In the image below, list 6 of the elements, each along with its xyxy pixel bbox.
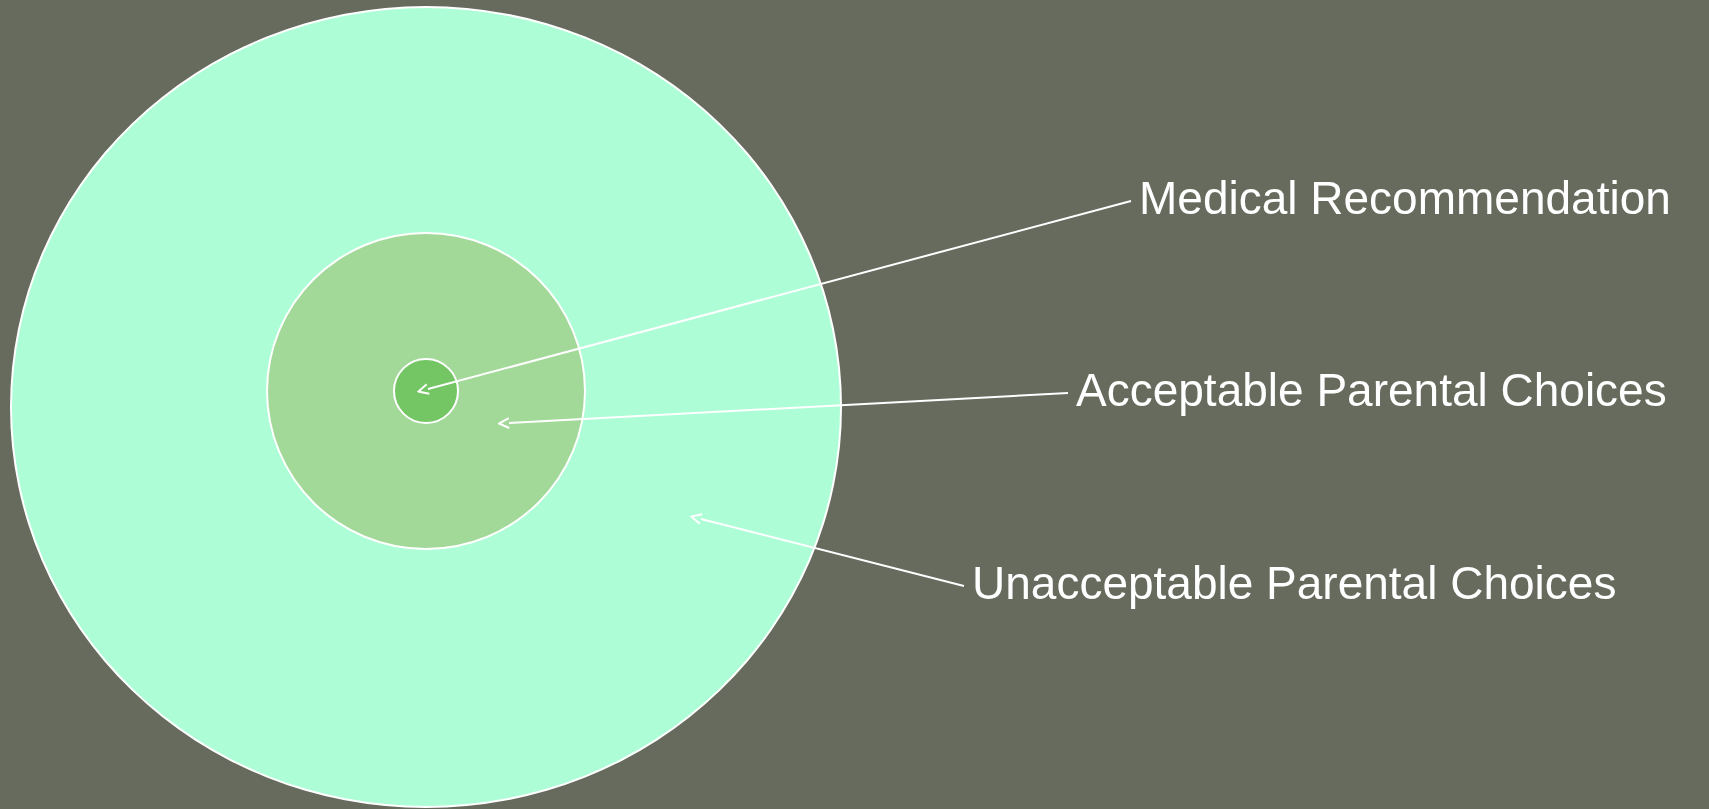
leader-line xyxy=(498,392,1069,429)
callout-label: Acceptable Parental Choices xyxy=(1076,363,1667,417)
callout-label: Unacceptable Parental Choices xyxy=(972,556,1617,610)
leader-line xyxy=(417,200,1132,395)
leader-line xyxy=(690,513,965,587)
callout-label: Medical Recommendation xyxy=(1139,171,1671,225)
